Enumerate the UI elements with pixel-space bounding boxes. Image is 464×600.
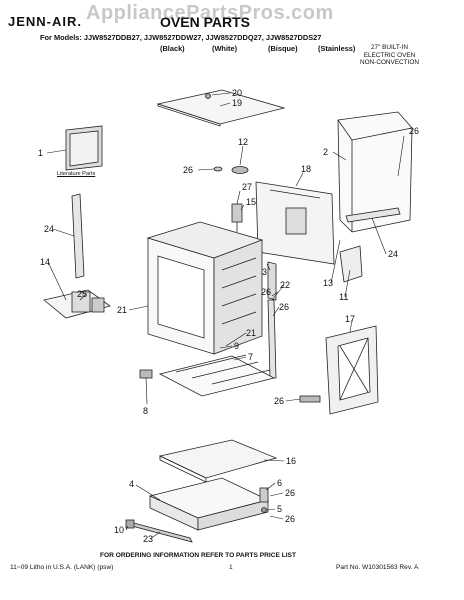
- callout-13: 13: [323, 278, 333, 288]
- outer-wrapper: [337, 111, 413, 233]
- color-white: (White): [212, 44, 238, 53]
- literature-parts-kit: [43, 289, 111, 319]
- callout-5: 5: [277, 504, 282, 514]
- gasket-part: [213, 166, 249, 174]
- callout-10: 10: [114, 525, 124, 535]
- callout-7: 7: [248, 352, 253, 362]
- side-trim-right: [339, 207, 401, 283]
- oven-door: [325, 325, 379, 415]
- type-line-1: 27" BUILT-IN: [370, 44, 408, 51]
- callout-6: 6: [277, 478, 282, 488]
- control-knob: [139, 369, 153, 379]
- callout-3: 3: [262, 267, 267, 277]
- callout-25: 25: [77, 289, 87, 299]
- callout-26: 26: [279, 302, 289, 312]
- literature-booklet: [65, 125, 103, 171]
- callout-16: 16: [286, 456, 296, 466]
- callout-11: 11: [339, 292, 348, 302]
- literature-parts-label: Literature Parts: [57, 171, 96, 177]
- callout-26: 26: [274, 396, 284, 406]
- callout-26: 26: [409, 126, 419, 136]
- door-hinge: [299, 395, 321, 403]
- model-list: For Models: JJW8527DDB27, JJW8527DDW27, …: [40, 33, 322, 42]
- callout-22: 22: [280, 280, 290, 290]
- litho-info: 11~09 Litho in U.S.A. (LANK) (psw): [10, 564, 114, 571]
- color-black: (Black): [160, 44, 185, 53]
- oven-type-description: 27" BUILT-IN ELECTRIC OVEN NON-CONVECTIO…: [360, 44, 419, 67]
- rear-panel: [255, 181, 335, 265]
- ordering-info: FOR ORDERING INFORMATION REFER TO PARTS …: [100, 552, 296, 559]
- oven-cavity: [146, 221, 264, 355]
- callout-20: 20: [232, 88, 242, 98]
- bottom-panel: [158, 439, 278, 483]
- callout-18: 18: [301, 164, 311, 174]
- leader-lines: [46, 92, 405, 540]
- callout-27: 27: [242, 182, 252, 192]
- callout-21: 21: [117, 305, 127, 315]
- page-title: OVEN PARTS: [160, 14, 250, 30]
- vent-strip: [267, 261, 277, 301]
- callout-8: 8: [143, 406, 148, 416]
- callout-23: 23: [143, 534, 153, 544]
- side-trim-left: [71, 193, 85, 279]
- oven-rack: [158, 354, 276, 397]
- callout-1: 1: [38, 148, 43, 158]
- callout-14: 14: [40, 257, 50, 267]
- part-number: Part No. W10301563 Rev. A: [336, 564, 419, 571]
- storage-drawer: [148, 477, 270, 531]
- callout-2: 2: [323, 147, 328, 157]
- side-rail: [267, 299, 277, 379]
- top-panel: [156, 89, 286, 127]
- callout-numbers: 20 19 1 12 26 2 26 18 27 15 24 3 24 14 2…: [38, 88, 419, 544]
- callout-21: 21: [246, 328, 256, 338]
- color-bisque: (Bisque): [268, 44, 298, 53]
- watermark: AppliancePartsPros.com: [86, 2, 334, 24]
- color-stainless: (Stainless): [318, 44, 356, 53]
- callout-26: 26: [285, 514, 295, 524]
- callout-4: 4: [129, 479, 134, 489]
- brand-logo: JENN-AIR.: [8, 14, 83, 29]
- callout-19: 19: [232, 98, 242, 108]
- page-number: 1: [229, 564, 233, 571]
- callout-26: 26: [183, 165, 193, 175]
- element-bracket: [231, 203, 243, 232]
- callout-24: 24: [44, 224, 54, 234]
- callout-26: 26: [261, 287, 271, 297]
- callout-9: 9: [234, 341, 239, 351]
- drawer-bracket: [259, 487, 269, 513]
- drawer-slide: [125, 519, 193, 543]
- callout-12: 12: [238, 137, 248, 147]
- callout-26: 26: [285, 488, 295, 498]
- type-line-2: ELECTRIC OVEN: [363, 51, 416, 59]
- callout-17: 17: [345, 314, 355, 324]
- type-line-3: NON-CONVECTION: [360, 59, 419, 67]
- callout-15: 15: [246, 197, 256, 207]
- callout-24: 24: [388, 249, 398, 259]
